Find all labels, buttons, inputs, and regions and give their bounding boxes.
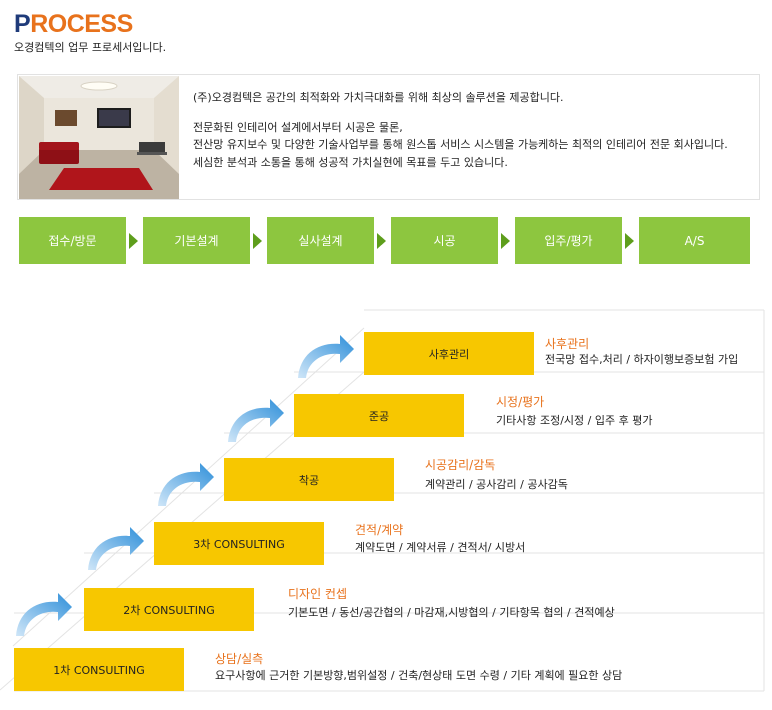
stair-4-desc: 계약관리 / 공사감리 / 공사감독 [425,478,568,491]
stair-step-2: 2차 CONSULTING [84,588,254,631]
stair-2-title: 디자인 컨셉 [288,587,348,601]
process-step-move-in: 입주/평가 [515,217,622,264]
process-step-construction: 시공 [391,217,498,264]
stair-step-3: 3차 CONSULTING [154,522,324,565]
intro-line-1: (주)오경컴텍은 공간의 최적화와 가치극대화를 위해 최상의 솔루션을 제공합… [193,91,564,104]
stair-6-desc: 전국망 접수,처리 / 하자이행보증보험 가입 [545,353,739,366]
title-rest: ROCESS [30,10,133,38]
curved-arrow-icon [88,527,144,570]
curved-arrow-icon [228,399,284,442]
stair-5-desc: 기타사항 조정/시정 / 입주 후 평가 [496,414,653,427]
process-step-detail-design: 실사설계 [267,217,374,264]
intro-line-4: 세심한 분석과 소통을 통해 성공적 가치실현에 목표를 두고 있습니다. [193,155,508,169]
interior-photo-illustration [19,76,179,199]
process-step-basic-design: 기본설계 [143,217,250,264]
stair-3-title: 견적/계약 [355,523,404,537]
stair-step-5: 준공 [294,394,464,437]
stair-3-desc: 계약도면 / 계약서류 / 견적서/ 시방서 [355,541,526,554]
stair-1-title: 상담/실측 [215,652,264,666]
page-title: PROCESS [14,10,133,38]
process-arrow-icon [129,233,138,249]
intro-line-3: 전산망 유지보수 및 다양한 기술사업부를 통해 원스톱 서비스 시스템을 가능… [193,138,728,151]
interior-photo [19,76,179,199]
process-arrow-icon [253,233,262,249]
intro-text: (주)오경컴텍은 공간의 최적화와 가치극대화를 위해 최상의 솔루션을 제공합… [193,89,758,171]
title-first-letter: P [14,10,31,38]
stair-1-desc: 요구사항에 근거한 기본방향,범위설정 / 건축/현상태 도면 수령 / 기타 … [215,669,623,682]
process-step-as: A/S [639,217,750,264]
curved-arrow-icon [298,335,354,378]
curved-arrow-icon [16,593,72,636]
stair-4-title: 시공감리/감독 [425,458,496,472]
stair-5-title: 시정/평가 [496,395,545,409]
stair-step-4: 착공 [224,458,394,501]
stair-step-1: 1차 CONSULTING [14,648,184,691]
curved-arrow-icon [158,463,214,506]
page-subtitle: 오경컴텍의 업무 프로세서입니다. [14,41,167,54]
stair-6-title: 사후관리 [545,337,590,351]
process-arrow-icon [501,233,510,249]
stair-2-desc: 기본도면 / 동선/공간협의 / 마감재,시방협의 / 기타항목 협의 / 견적… [288,606,615,619]
process-arrow-icon [377,233,386,249]
intro-line-2: 전문화된 인테리어 설계에서부터 시공은 물론, [193,120,403,134]
intro-box: (주)오경컴텍은 공간의 최적화와 가치극대화를 위해 최상의 솔루션을 제공합… [17,74,760,200]
process-arrow-icon [625,233,634,249]
stair-step-6: 사후관리 [364,332,534,375]
process-step-reception: 접수/방문 [19,217,126,264]
